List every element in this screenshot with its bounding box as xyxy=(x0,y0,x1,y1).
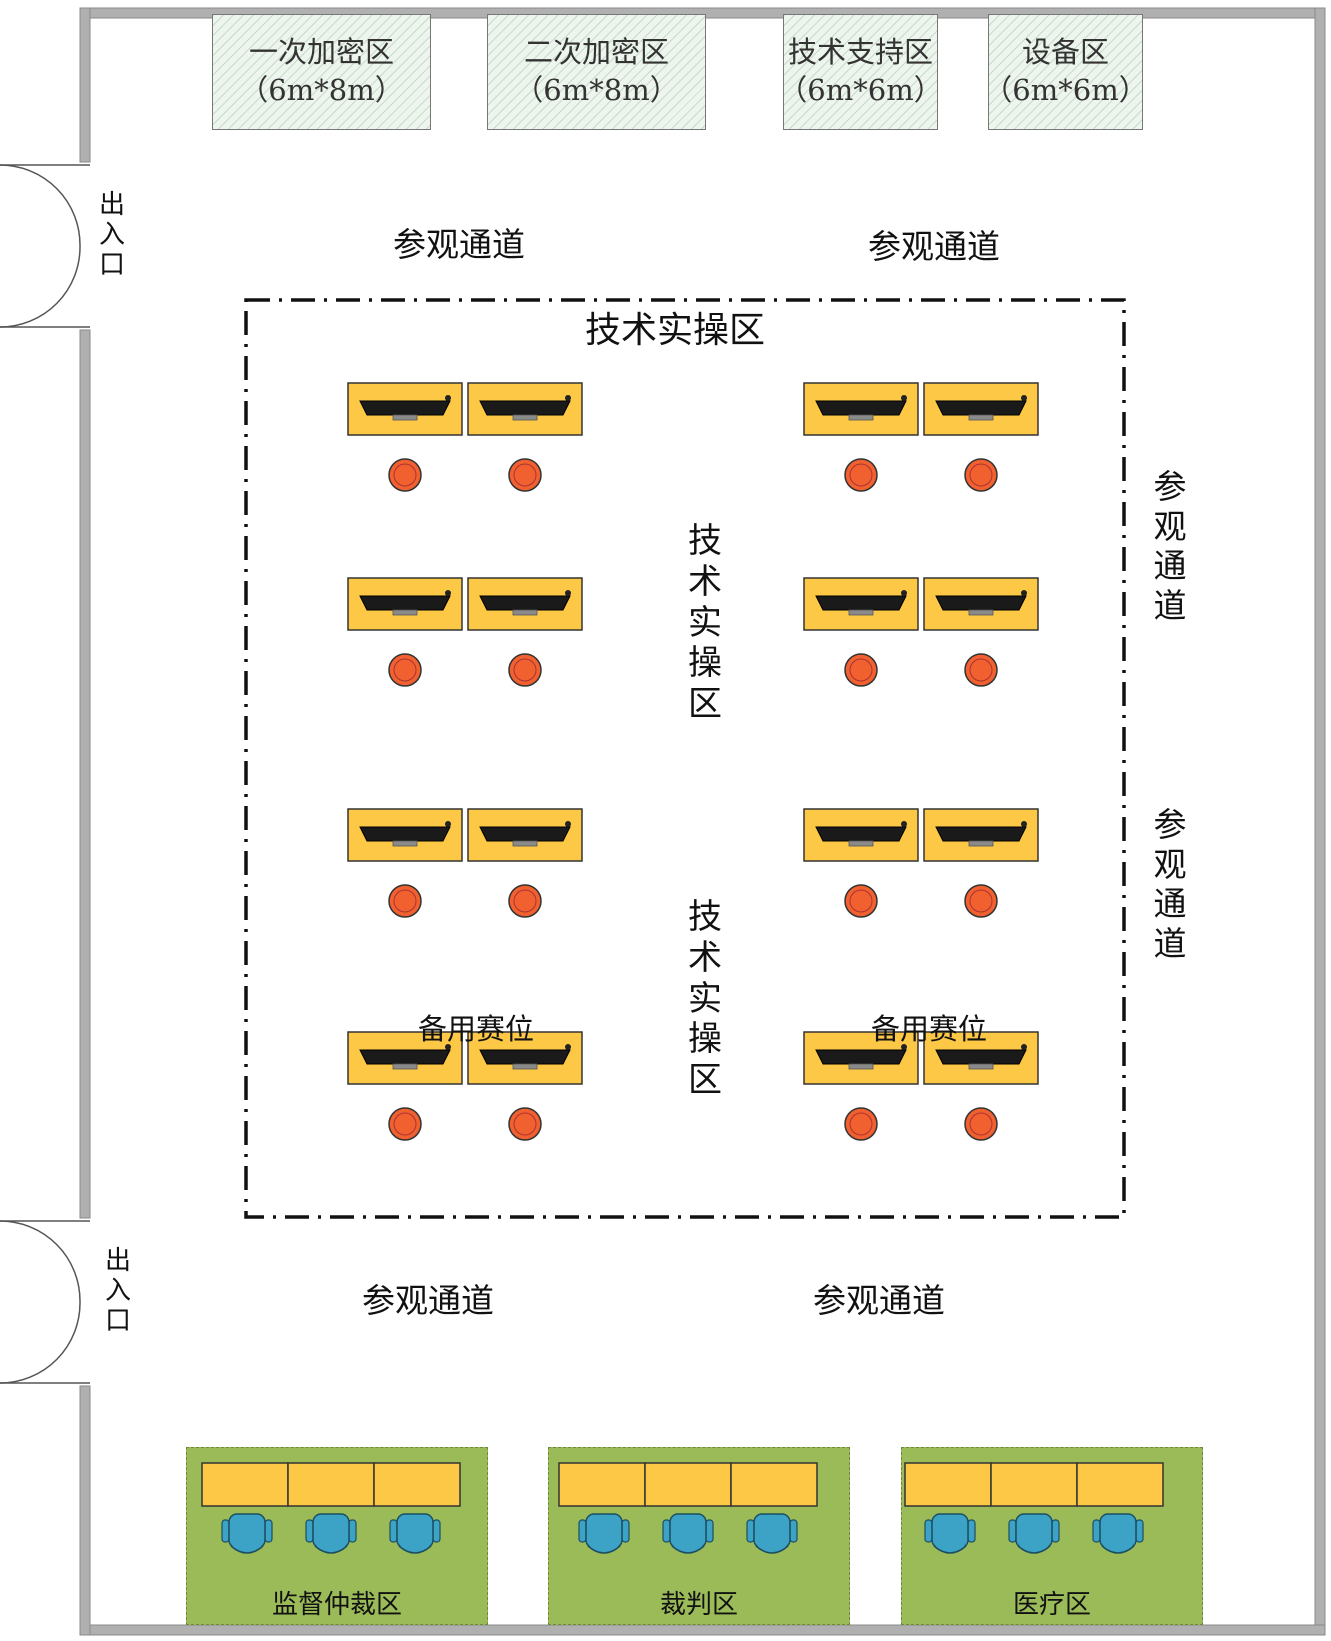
monitor-icon xyxy=(815,590,907,616)
workstation-pair xyxy=(803,808,1039,918)
monitor-icon xyxy=(479,1044,571,1070)
zone-label: 裁判区 xyxy=(659,1590,738,1620)
aisle-label-right-upper: 参观通道 xyxy=(1153,467,1187,625)
workstation-pair xyxy=(347,1031,583,1141)
monitor-icon xyxy=(479,821,571,847)
seat-icon xyxy=(508,653,542,687)
room-name: 设备区 xyxy=(1021,35,1109,70)
room-name: 二次加密区 xyxy=(523,35,669,70)
door-lower xyxy=(0,1220,90,1384)
workstation-pair xyxy=(803,577,1039,687)
workstation-pair xyxy=(347,382,583,492)
workstation-pair xyxy=(347,808,583,918)
doors xyxy=(0,164,90,1384)
seat-icon xyxy=(844,884,878,918)
zone-supervision: 监督仲裁区 xyxy=(186,1447,488,1625)
monitor-icon xyxy=(935,821,1027,847)
entrance-label-lower: 出入口 xyxy=(104,1246,131,1336)
seat-icon xyxy=(388,1107,422,1141)
center-label-upper: 技术实操区 xyxy=(688,521,722,725)
wall-right xyxy=(1314,7,1326,1636)
room-name: 一次加密区 xyxy=(248,35,394,70)
monitor-icon xyxy=(479,395,571,421)
zone-referee: 裁判区 xyxy=(548,1447,850,1625)
seat-icon xyxy=(844,458,878,492)
room-primary-encryption: 一次加密区 （6m*8m） xyxy=(212,14,431,130)
workstation-pair xyxy=(803,382,1039,492)
seat-icon xyxy=(964,884,998,918)
seat-icon xyxy=(388,458,422,492)
operation-zone-boundary xyxy=(244,298,1126,1219)
entrance-label-upper: 出入口 xyxy=(98,190,125,280)
room-size: （6m*6m） xyxy=(983,73,1148,107)
seat-icon xyxy=(844,1107,878,1141)
room-name: 技术支持区 xyxy=(787,35,933,70)
monitor-icon xyxy=(359,395,451,421)
wall-left-middle xyxy=(79,329,91,1219)
wall-left-upper xyxy=(79,7,91,163)
monitor-icon xyxy=(479,590,571,616)
zone-label: 医疗区 xyxy=(1012,1590,1091,1620)
seat-icon xyxy=(964,1107,998,1141)
monitor-icon xyxy=(359,1044,451,1070)
room-size: （6m*6m） xyxy=(778,73,943,107)
aisle-label-bottom-right: 参观通道 xyxy=(813,1281,945,1320)
aisle-label-right-lower: 参观通道 xyxy=(1153,805,1187,963)
door-upper xyxy=(0,164,90,328)
wall-left-lower xyxy=(79,1385,91,1636)
monitor-icon xyxy=(815,395,907,421)
seat-icon xyxy=(964,653,998,687)
monitor-icon xyxy=(359,590,451,616)
seat-icon xyxy=(388,884,422,918)
seat-icon xyxy=(508,1107,542,1141)
zone-label: 监督仲裁区 xyxy=(271,1590,402,1620)
room-tech-support: 技术支持区 （6m*6m） xyxy=(778,14,943,130)
workstation-pair xyxy=(803,1031,1039,1141)
aisle-label-top-right: 参观通道 xyxy=(868,227,1000,266)
room-equipment: 设备区 （6m*6m） xyxy=(983,14,1148,130)
zone-medical: 医疗区 xyxy=(901,1447,1203,1625)
monitor-icon xyxy=(935,395,1027,421)
aisle-label-bottom-left: 参观通道 xyxy=(362,1281,494,1320)
seat-icon xyxy=(508,458,542,492)
seat-icon xyxy=(844,653,878,687)
spare-seat-label-right: 备用赛位 xyxy=(871,1012,988,1046)
monitor-icon xyxy=(815,821,907,847)
center-label-lower: 技术实操区 xyxy=(688,897,722,1101)
room-size: （6m*8m） xyxy=(514,73,679,107)
workstation-pair xyxy=(347,577,583,687)
monitor-icon xyxy=(935,590,1027,616)
monitor-icon xyxy=(815,1044,907,1070)
seat-icon xyxy=(964,458,998,492)
seat-icon xyxy=(388,653,422,687)
monitor-icon xyxy=(359,821,451,847)
zone-title: 技术实操区 xyxy=(585,310,766,351)
wall-bottom xyxy=(79,1624,1326,1636)
spare-seat-label-left: 备用赛位 xyxy=(418,1012,535,1046)
room-size: （6m*8m） xyxy=(239,73,404,107)
monitor-icon xyxy=(935,1044,1027,1070)
workstations xyxy=(347,382,1039,1141)
aisle-label-top-left: 参观通道 xyxy=(393,225,525,264)
seat-icon xyxy=(508,884,542,918)
room-secondary-encryption: 二次加密区 （6m*8m） xyxy=(487,14,706,130)
